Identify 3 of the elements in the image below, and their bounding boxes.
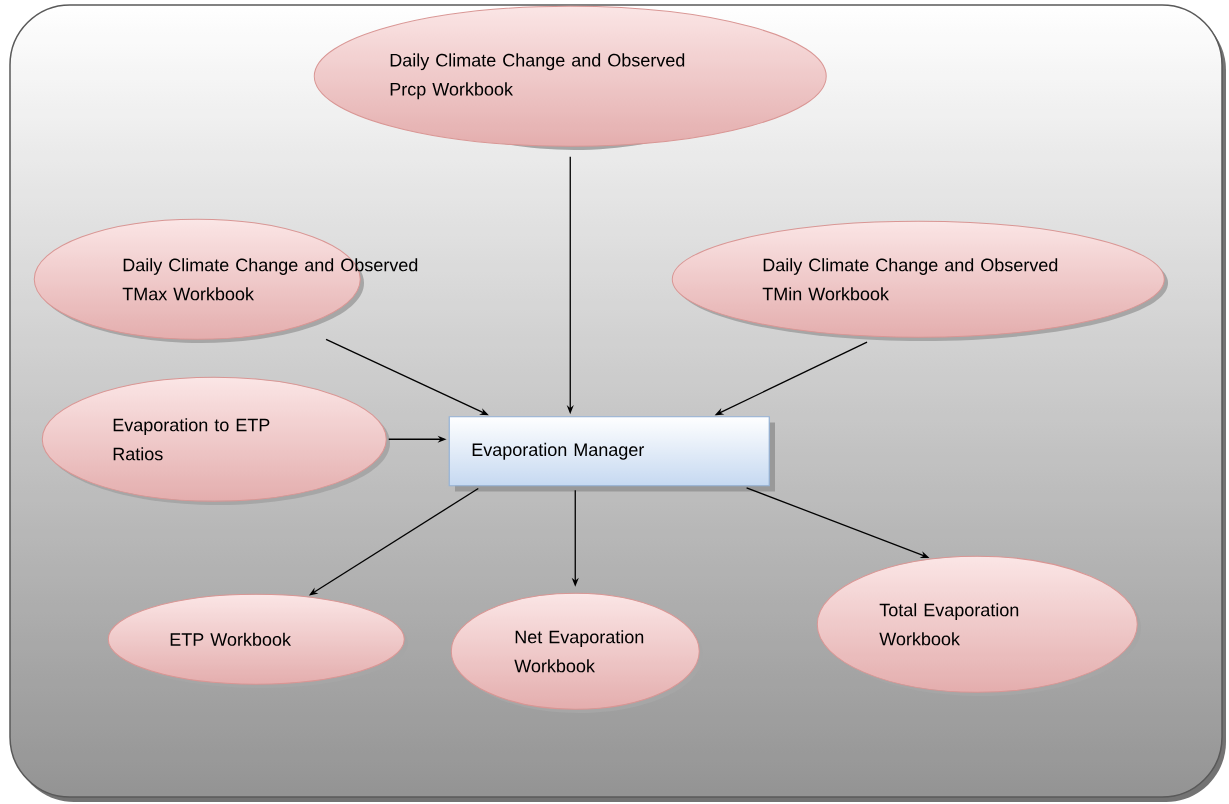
node-label: Net Evaporation Workbook bbox=[514, 630, 644, 673]
process-box: Evaporation Manager bbox=[448, 416, 775, 492]
node-label: Total Evaporation Workbook bbox=[879, 603, 1019, 646]
